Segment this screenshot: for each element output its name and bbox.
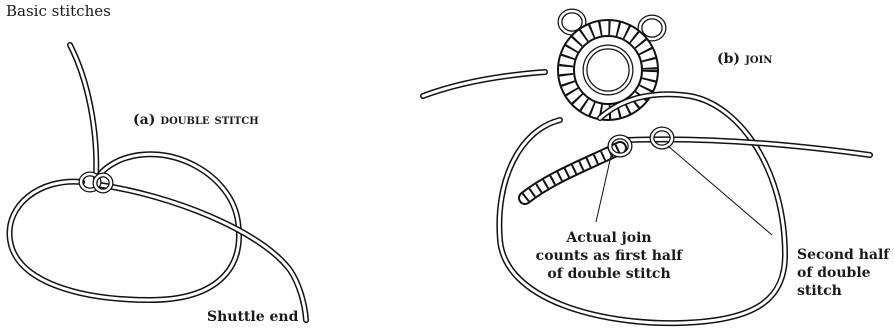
panel-b-name: join bbox=[745, 51, 772, 67]
second-half-annotation: Second half of double stitch bbox=[797, 246, 889, 300]
figure-caption: Basic stitches bbox=[6, 2, 111, 20]
second-half-annotation-line: Second half bbox=[797, 246, 889, 264]
second-half-annotation-line: of double bbox=[797, 264, 889, 282]
join-annotation-line: of double stitch bbox=[534, 265, 684, 283]
panel-a-name: double stitch bbox=[160, 112, 258, 128]
leader-line-second-half bbox=[668, 146, 772, 235]
panel-a-letter: (a) bbox=[133, 112, 155, 128]
panel-a-annotation: Shuttle end bbox=[207, 308, 298, 326]
panel-a-title: (a) double stitch bbox=[133, 109, 259, 129]
join-annotation-line: counts as first half bbox=[534, 247, 684, 265]
join-annotation: Actual join counts as first half of doub… bbox=[534, 229, 684, 283]
panel-b-title: (b) join bbox=[717, 48, 772, 68]
panel-b-letter: (b) bbox=[717, 51, 740, 67]
panel-a-drawing bbox=[10, 45, 306, 320]
leader-line-join bbox=[596, 156, 611, 222]
second-half-annotation-line: stitch bbox=[797, 282, 889, 300]
join-annotation-line: Actual join bbox=[534, 229, 684, 247]
